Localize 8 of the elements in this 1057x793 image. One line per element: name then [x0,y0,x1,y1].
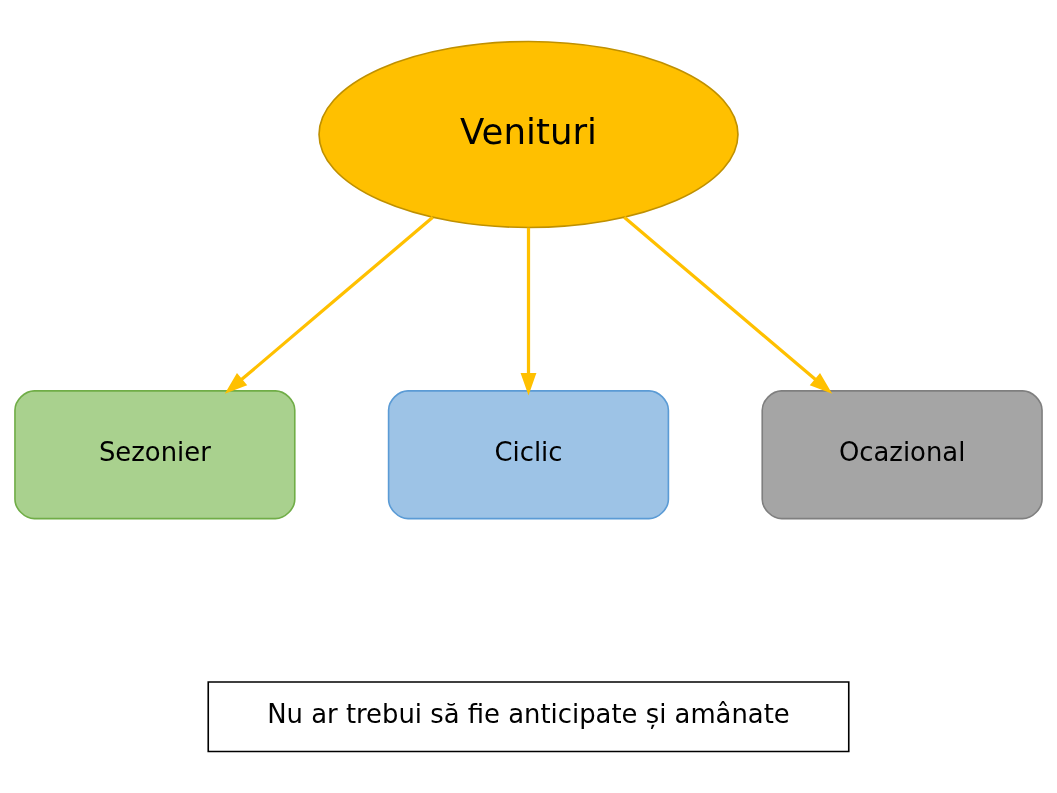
node-box: Ocazional [761,390,1043,520]
node-box: Nu ar trebui să fie anticipate și amânate [207,681,850,753]
arrow [623,216,833,394]
node-box: Ciclic [387,390,670,520]
node-box: Sezonier [14,390,296,520]
arrow [520,227,537,396]
arrow [224,216,434,394]
node-ellipse: Venituri [318,40,739,229]
